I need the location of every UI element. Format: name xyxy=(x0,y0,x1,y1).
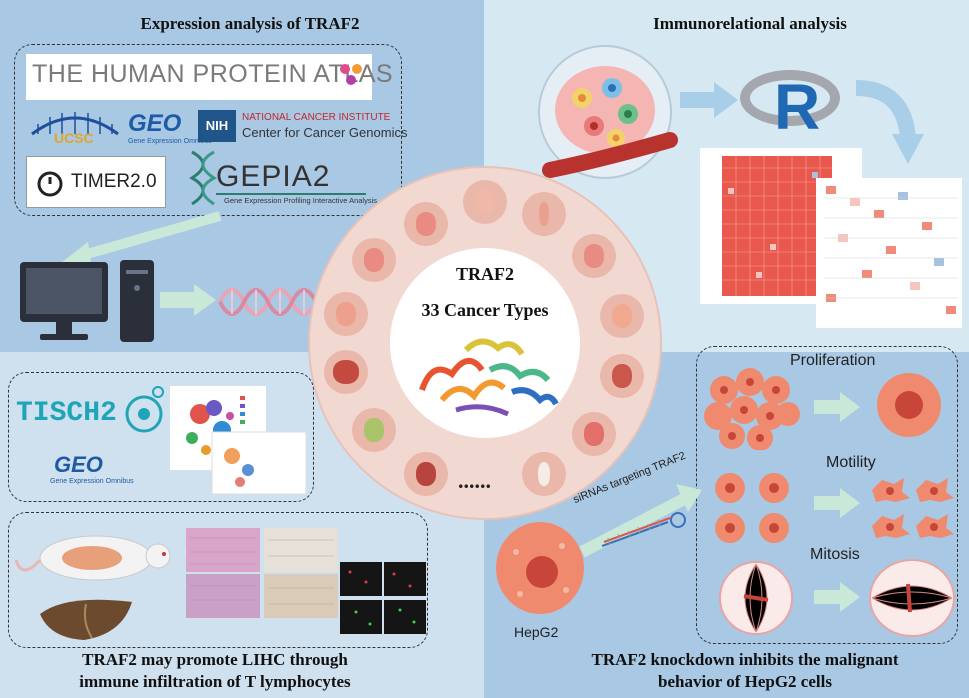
tumor-tissue-icon xyxy=(538,45,678,179)
single-cell-box xyxy=(8,372,314,502)
mouse-icon xyxy=(14,535,171,581)
stomach-icon xyxy=(572,234,616,278)
sirna-icon xyxy=(601,512,686,547)
ellipsis-label: ...... xyxy=(458,468,491,493)
geo-logo: GEO xyxy=(128,110,182,137)
timer-label: TIMER2.0 xyxy=(71,171,157,192)
tisch-cell-icon xyxy=(125,386,164,433)
gepia-underline xyxy=(216,193,366,195)
validation-box xyxy=(8,512,428,648)
hepg2-cell-icon xyxy=(496,522,584,614)
arrow-proliferation xyxy=(814,392,860,422)
mitosis-small-icon xyxy=(719,561,793,635)
gallbladder-icon xyxy=(352,408,396,452)
lihc-title-line1: TRAF2 may promote LIHC through xyxy=(82,650,348,669)
proliferation-label: Proliferation xyxy=(790,352,876,369)
kidney-icon xyxy=(600,354,644,398)
motility-label: Motility xyxy=(826,454,876,471)
geo2-logo: GEO xyxy=(54,452,103,477)
round-cells-icon xyxy=(715,473,789,543)
nci-line2: Center for Cancer Genomics xyxy=(242,125,408,140)
single-cell-large-icon xyxy=(877,373,941,437)
correlation-heatmap-secondary xyxy=(816,178,962,328)
gepia-dna-icon xyxy=(189,150,217,205)
r-label: R xyxy=(774,71,821,143)
umap-plot xyxy=(170,386,306,495)
immuno-title: Immunorelational analysis xyxy=(653,14,847,33)
knockdown-title-line1: TRAF2 knockdown inhibits the malignant xyxy=(591,650,899,669)
ucsc-label: UCSC xyxy=(54,130,94,146)
arrow-mitosis xyxy=(814,582,860,612)
nci-line1: NATIONAL CANCER INSTITUTE xyxy=(242,112,391,123)
lihc-title-line2: immune infiltration of T lymphocytes xyxy=(79,672,351,691)
correlation-heatmap-main xyxy=(700,148,862,304)
mitosis-label: Mitosis xyxy=(810,546,860,563)
expression-title: Expression analysis of TRAF2 xyxy=(140,14,360,33)
hepg2-label: HepG2 xyxy=(514,624,559,640)
arrow-sirna xyxy=(579,484,702,558)
brain-icon xyxy=(463,180,507,224)
liver-icon xyxy=(324,350,368,394)
cell-cluster-icon xyxy=(704,368,800,450)
cancer-types-label: 33 Cancer Types xyxy=(421,300,549,320)
computer-icon xyxy=(20,260,154,342)
geo2-subtitle: Gene Expression Omnibus xyxy=(50,478,134,485)
arrow-to-computer xyxy=(62,211,222,268)
thyroid-icon xyxy=(352,238,396,282)
uterus-icon xyxy=(572,412,616,456)
esophagus-icon xyxy=(522,192,566,236)
bladder-icon xyxy=(404,452,448,496)
lung-icon xyxy=(404,202,448,246)
cancer-types-wheel: ...... TRAF2 33 Cancer Types xyxy=(310,168,660,518)
r-logo: R xyxy=(740,66,840,142)
hpa-label: THE HUMAN PROTEIN ATLAS xyxy=(32,60,394,88)
arrow-to-r xyxy=(680,82,738,118)
protein-structure-icon xyxy=(419,338,559,417)
hpa-dots-icon xyxy=(340,64,362,85)
ucsc-bridge-icon xyxy=(31,112,119,136)
liver-organ-icon xyxy=(40,599,132,640)
bone-icon xyxy=(522,452,566,496)
he-staining-images xyxy=(186,528,338,618)
migrating-cells-icon xyxy=(872,478,954,538)
arrow-to-heatmap xyxy=(855,80,924,164)
arrow-motility xyxy=(814,488,860,518)
dna-icon xyxy=(218,288,318,316)
arrow-to-dna xyxy=(160,284,216,316)
timer-icon xyxy=(37,171,63,197)
hpa-logo: THE HUMAN PROTEIN ATLAS xyxy=(26,54,393,100)
timer-logo: TIMER2.0 xyxy=(26,156,166,208)
immunofluorescence-images xyxy=(340,562,426,634)
colon-icon xyxy=(324,292,368,336)
gepia-subtitle: Gene Expression Profiling Interactive An… xyxy=(224,196,377,205)
geo-subtitle: Gene Expression Omnibus xyxy=(128,138,212,145)
gene-label: TRAF2 xyxy=(456,264,514,284)
gepia-logo: GEPIA2 xyxy=(216,160,331,193)
nih-logo: NIH xyxy=(198,110,236,142)
tisch-logo: TISCH2 xyxy=(16,398,117,429)
center-core: TRAF2 33 Cancer Types xyxy=(390,248,580,438)
knockdown-title-line2: behavior of HepG2 cells xyxy=(658,672,832,691)
nih-label: NIH xyxy=(205,118,229,133)
mitosis-large-icon xyxy=(869,559,955,637)
pancreas-icon xyxy=(600,294,644,338)
